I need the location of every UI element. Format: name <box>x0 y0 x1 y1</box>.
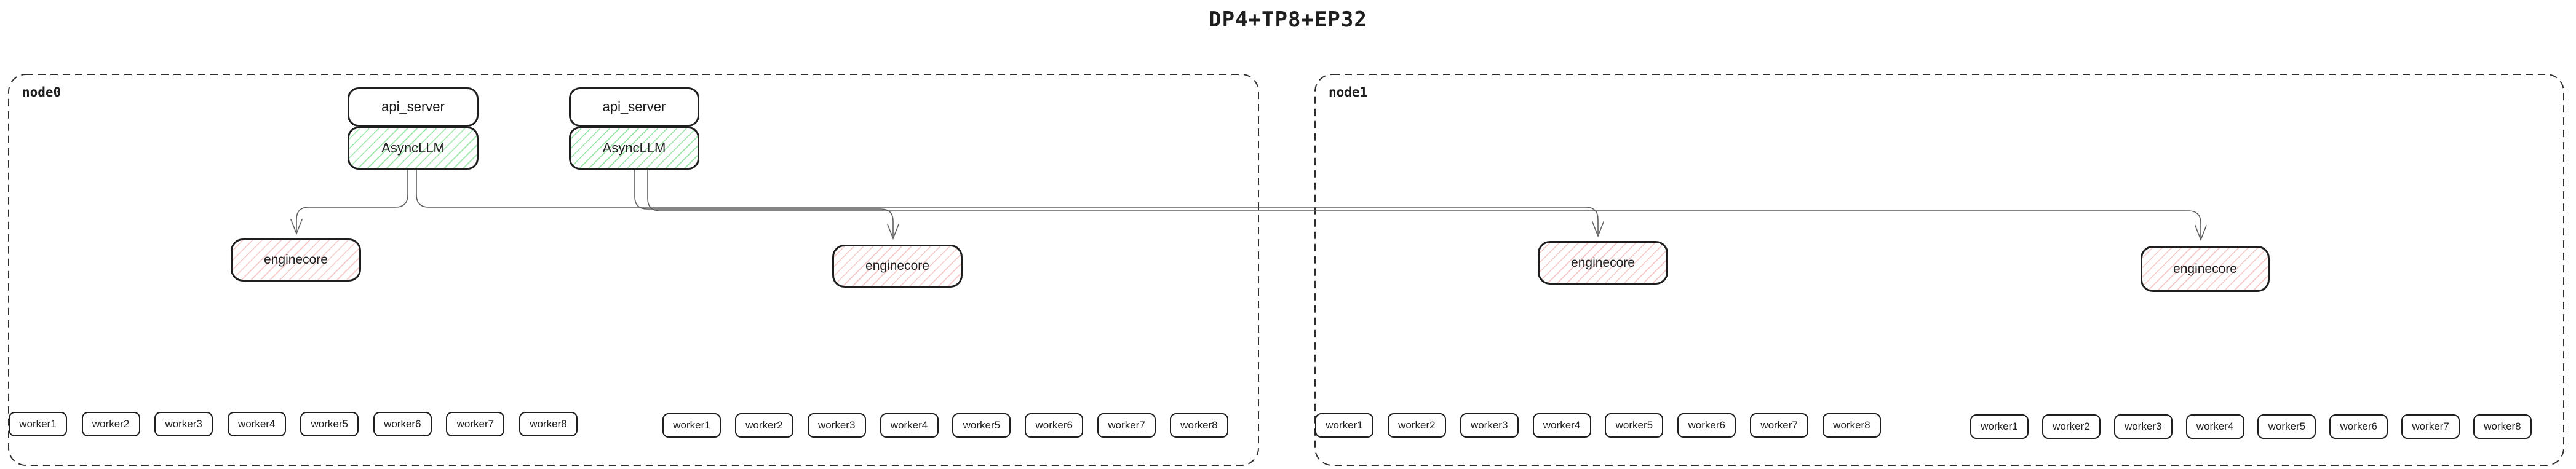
worker-box: worker4 <box>2185 414 2244 439</box>
enginecore-box-node1-1: enginecore <box>1538 241 1668 285</box>
enginecore-box-node0-2: enginecore <box>832 245 963 288</box>
worker-box: worker5 <box>300 412 359 436</box>
worker-box: worker7 <box>1750 413 1809 438</box>
worker-row-node1-1: worker1 worker2 worker3 worker4 worker5 worke… <box>1315 413 1881 438</box>
worker-box: worker2 <box>1387 413 1446 438</box>
arrowhead-enginecore2 <box>887 224 899 240</box>
worker-box: worker2 <box>2041 414 2101 439</box>
edge-asyncllm1-enginecore1 <box>296 169 408 232</box>
worker-box: worker7 <box>2401 414 2460 439</box>
worker-box: worker4 <box>1532 413 1591 438</box>
node1-label: node1 <box>1329 85 1368 100</box>
worker-box: worker3 <box>2113 414 2173 439</box>
enginecore-box-node0-1: enginecore <box>231 238 361 282</box>
worker-box: worker6 <box>2329 414 2388 439</box>
api-server-box-2: api_server <box>569 87 699 127</box>
worker-box: worker7 <box>1097 413 1156 438</box>
worker-box: worker7 <box>446 412 505 436</box>
diagram-title: DP4+TP8+EP32 <box>1209 7 1367 32</box>
worker-box: worker5 <box>2257 414 2316 439</box>
node0-label: node0 <box>22 85 62 100</box>
worker-box: worker6 <box>1025 413 1084 438</box>
worker-box: worker4 <box>880 413 939 438</box>
edge-asyncllm1-enginecore3 <box>416 169 1599 234</box>
worker-box: worker2 <box>81 412 140 436</box>
worker-row-node1-2: worker1 worker2 worker3 worker4 worker5 worke… <box>1970 414 2532 439</box>
asyncllm-box-2: AsyncLLM <box>569 127 699 170</box>
worker-box: worker6 <box>1677 413 1736 438</box>
worker-box: worker5 <box>1605 413 1664 438</box>
worker-row-node0-1: worker1 worker2 worker3 worker4 worker5 worke… <box>9 412 578 436</box>
arrowhead-enginecore1 <box>290 219 303 235</box>
arrowhead-enginecore4 <box>2195 225 2207 242</box>
edge-asyncllm2-enginecore4 <box>647 169 2201 238</box>
worker-box: worker8 <box>519 412 578 436</box>
node1-border <box>1314 74 2564 466</box>
worker-box: worker3 <box>154 412 213 436</box>
worker-box: worker4 <box>227 412 286 436</box>
worker-box: worker8 <box>1169 413 1228 438</box>
arrowhead-enginecore3 <box>1592 221 1604 238</box>
worker-row-node0-2: worker1 worker2 worker3 worker4 worker5 worke… <box>662 413 1228 438</box>
worker-box: worker3 <box>807 413 866 438</box>
worker-box: worker1 <box>1970 414 2029 439</box>
worker-box: worker1 <box>1315 413 1373 438</box>
enginecore-box-node1-2: enginecore <box>2141 246 2270 292</box>
worker-box: worker2 <box>734 413 793 438</box>
worker-box: worker8 <box>2473 414 2532 439</box>
worker-box: worker3 <box>1460 413 1519 438</box>
worker-box: worker6 <box>373 412 432 436</box>
worker-box: worker8 <box>1822 413 1881 438</box>
worker-box: worker5 <box>952 413 1011 438</box>
worker-box: worker1 <box>9 412 67 436</box>
asyncllm-box-1: AsyncLLM <box>348 127 479 170</box>
worker-box: worker1 <box>662 413 721 438</box>
edge-asyncllm2-enginecore2 <box>634 169 894 237</box>
api-server-box-1: api_server <box>348 87 479 127</box>
